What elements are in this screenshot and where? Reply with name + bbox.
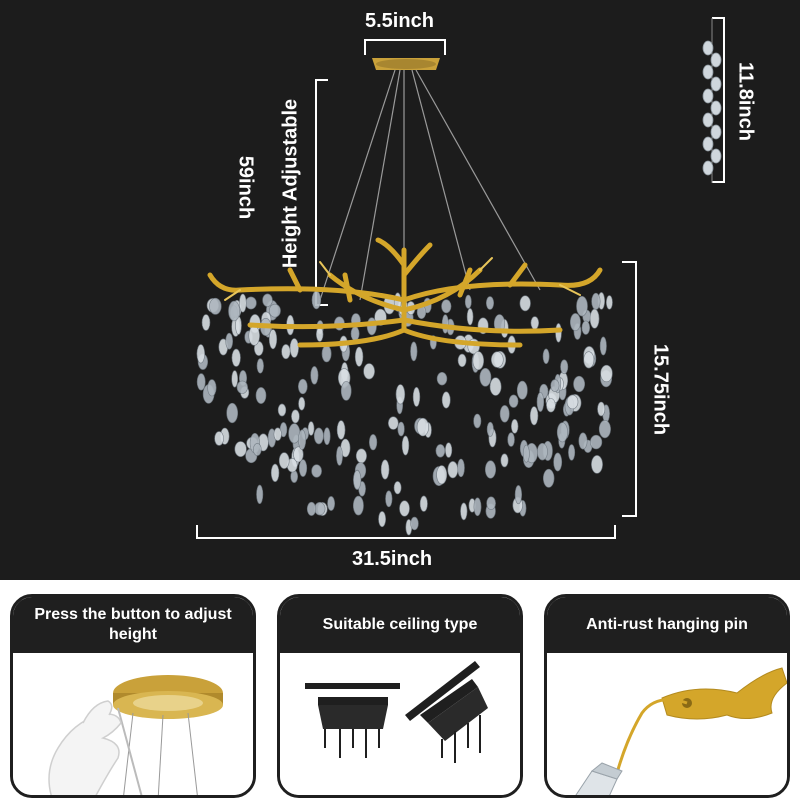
- strand-length-bracket: [712, 17, 725, 183]
- feature-card-adjust-height: Press the button to adjust height: [10, 594, 256, 798]
- body-width-bracket: [196, 525, 616, 539]
- chandelier-illustration: [196, 17, 725, 539]
- feature-card-photo: [547, 653, 787, 795]
- body-width-label: 31.5inch: [352, 548, 433, 570]
- chain-length-bracket: [315, 79, 328, 306]
- strand-length-label: 11.8inch: [734, 62, 757, 141]
- body-height-label: 15.75inch: [649, 343, 672, 436]
- feature-card-ceiling-type: Suitable ceiling type: [277, 594, 523, 798]
- gold-branches: [207, 237, 603, 348]
- crystal-strand-illustration: [702, 18, 722, 183]
- height-adjustable-label: Height Adjustable: [279, 98, 302, 269]
- feature-card-title: Anti-rust hanging pin: [547, 597, 787, 653]
- canopy-width-label: 5.5inch: [365, 10, 434, 32]
- feature-card-photo: [13, 653, 253, 795]
- suspension-wires: [319, 69, 541, 301]
- feature-card-title: Suitable ceiling type: [280, 597, 520, 653]
- chain-length-label: 59inch: [234, 155, 257, 220]
- chandelier-dimension-panel: 5.5inch 59inch Height Adjustable 15.75in…: [0, 0, 800, 580]
- dimension-lines: [196, 17, 725, 539]
- sloped-ceiling-icon: [405, 661, 480, 721]
- crystal-drops: [196, 290, 613, 536]
- feature-card-diagram: [280, 653, 520, 795]
- feature-cards: Press the button to adjust height: [0, 580, 800, 800]
- body-height-bracket: [622, 261, 637, 517]
- feature-card-hanging-pin: Anti-rust hanging pin: [544, 594, 790, 798]
- flat-ceiling-icon: [305, 683, 400, 689]
- feature-card-title: Press the button to adjust height: [13, 597, 253, 653]
- canopy-width-bracket: [364, 39, 446, 55]
